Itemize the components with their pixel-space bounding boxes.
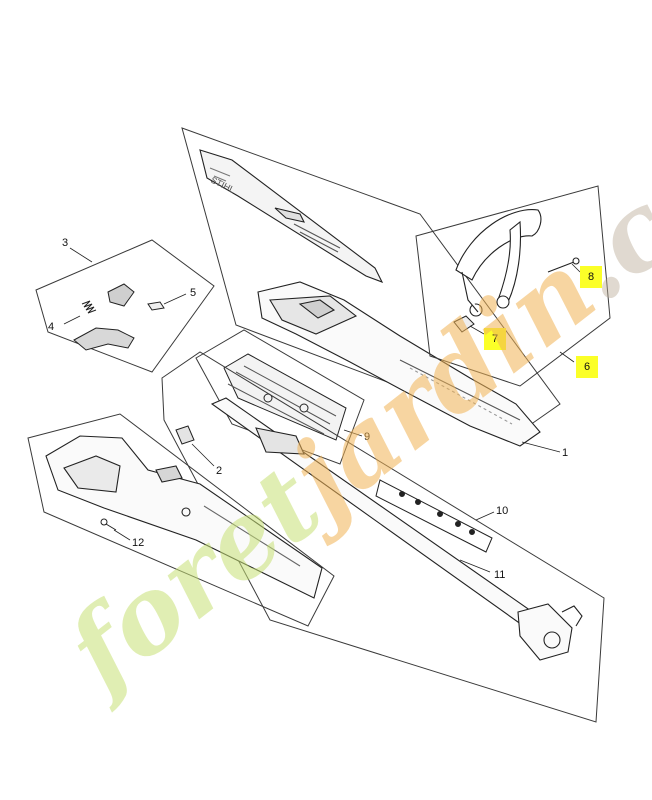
leader-12 <box>113 529 131 541</box>
lower-housing-group-box <box>27 413 335 627</box>
callout-11: 11 <box>494 569 505 581</box>
spring-part <box>81 300 97 314</box>
handle-nut-part <box>453 315 475 333</box>
housing-screw-part <box>100 518 117 531</box>
main-housing-part: STIHL <box>199 149 541 447</box>
housing-group-box <box>181 127 561 433</box>
leader-7 <box>469 325 485 335</box>
callout-9: 9 <box>364 431 370 443</box>
leader-11 <box>459 559 491 573</box>
callout-7-highlight: 7 <box>484 328 506 350</box>
shaft-group-box <box>161 351 605 723</box>
callout-5: 5 <box>190 287 196 299</box>
clip-part <box>175 425 195 445</box>
switch-lever-part <box>73 327 135 351</box>
mechanism-part <box>223 353 347 441</box>
callout-1: 1 <box>562 447 568 459</box>
leader-9 <box>343 429 363 437</box>
shaft-part <box>210 397 583 661</box>
switch-group-box <box>35 239 215 373</box>
leader-5 <box>163 293 187 305</box>
callout-4: 4 <box>48 321 54 333</box>
leader-4 <box>63 315 81 325</box>
front-handle-group-box <box>415 185 611 387</box>
lockout-button-part <box>107 283 135 307</box>
leader-10 <box>475 511 495 521</box>
callout-12: 12 <box>132 537 144 549</box>
callout-6-highlight: 6 <box>576 356 598 378</box>
leader-8 <box>571 263 581 273</box>
callout-10: 10 <box>496 505 508 517</box>
callout-2: 2 <box>216 465 222 477</box>
callout-8-highlight: 8 <box>580 266 602 288</box>
handle-screw-part <box>547 257 580 273</box>
leader-6 <box>559 351 575 363</box>
callout-3: 3 <box>62 237 68 249</box>
front-handle-part <box>455 209 542 317</box>
small-pin-part <box>147 301 165 311</box>
leader-3 <box>69 247 93 263</box>
rating-label-part <box>375 479 493 553</box>
leader-2 <box>191 443 215 467</box>
lower-housing-part <box>45 435 323 599</box>
leader-1 <box>521 441 561 453</box>
